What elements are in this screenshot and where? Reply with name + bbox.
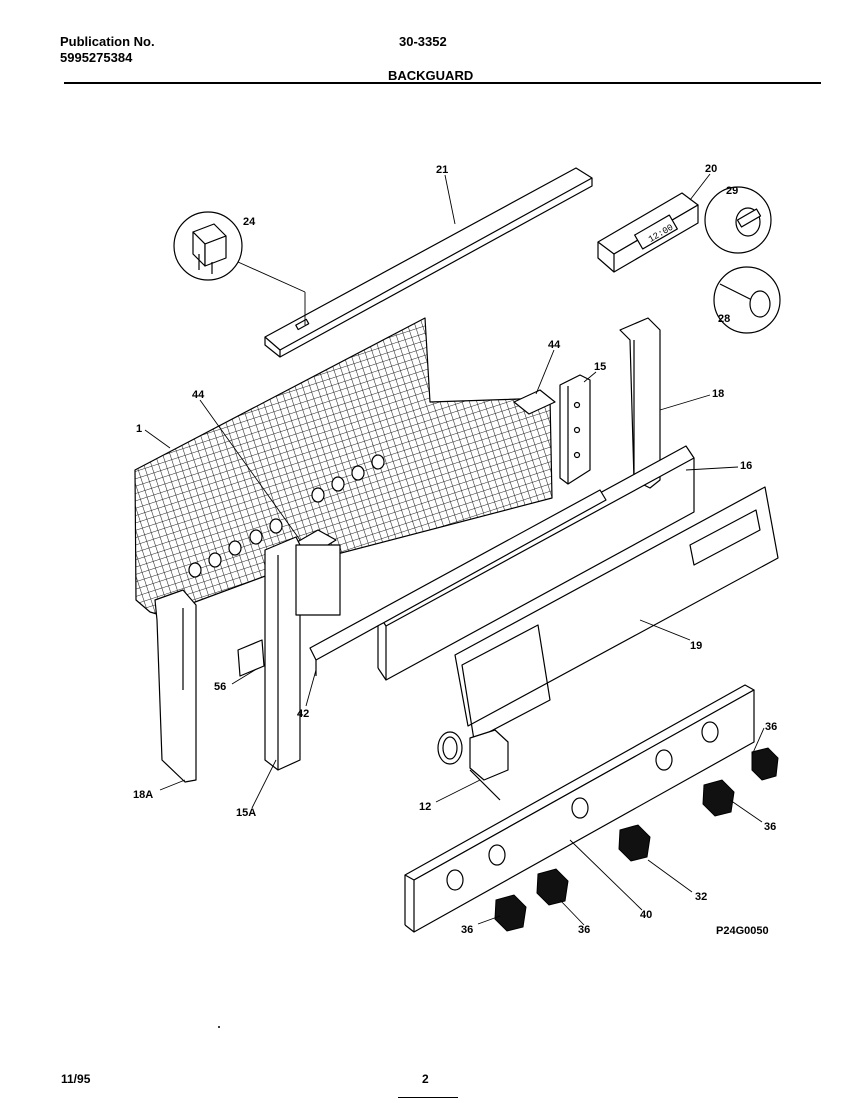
end-cap-right (619, 317, 661, 489)
callout-18A: 18A (133, 789, 153, 801)
callout-56: 56 (214, 681, 226, 693)
shield-56 (237, 639, 265, 677)
publication-label: Publication No. (60, 34, 155, 49)
side-bracket-left (264, 536, 301, 771)
knobs (494, 747, 779, 932)
thermostat (437, 729, 509, 801)
callout-44-left: 44 (192, 389, 205, 401)
callout-15: 15 (594, 361, 606, 373)
callout-21: 21 (436, 164, 448, 176)
callout-44-right: 44 (548, 339, 561, 351)
leader-lines (144, 173, 765, 926)
callout-15A: 15A (236, 807, 256, 819)
callout-labels: 21 20 29 28 24 44 44 15 18 16 1 19 56 42… (133, 163, 777, 937)
header-rule (64, 82, 821, 84)
end-cap-left (154, 589, 197, 783)
bracket-right-44 (513, 389, 556, 415)
callout-42: 42 (297, 708, 309, 720)
clock-knob (735, 207, 762, 237)
callout-32: 32 (695, 891, 707, 903)
callout-28: 28 (718, 313, 730, 325)
clock-stem (719, 283, 771, 318)
callout-1: 1 (136, 423, 142, 435)
callout-16: 16 (740, 460, 752, 472)
insulation-panel (134, 317, 553, 616)
manifold-panel (404, 684, 755, 933)
section-title: BACKGUARD (388, 68, 474, 83)
callout-19: 19 (690, 640, 702, 652)
callout-40: 40 (640, 909, 652, 921)
publication-number: 5995275384 (60, 50, 133, 65)
footer-rule (398, 1097, 458, 1098)
drawing-code: P24G0050 (716, 925, 769, 937)
callout-20: 20 (705, 163, 717, 175)
callout-36-left: 36 (461, 924, 473, 936)
footer-date: 11/95 (61, 1072, 91, 1086)
callout-29: 29 (726, 185, 738, 197)
page-number: 2 (422, 1072, 429, 1086)
callout-12: 12 (419, 801, 431, 813)
model-number: 30-3352 (399, 34, 447, 49)
control-panel-overlay (454, 486, 779, 741)
channel-42 (309, 489, 607, 661)
panel-holes (188, 454, 385, 578)
clock-assembly (597, 192, 699, 273)
callout-18: 18 (712, 388, 724, 400)
callout-36-bottom: 36 (578, 924, 590, 936)
callout-24: 24 (243, 216, 256, 228)
rocker-switch (192, 223, 227, 274)
box-56 (295, 544, 341, 616)
top-trim-strip (264, 167, 593, 358)
side-bracket-right (559, 374, 591, 485)
scan-speck (218, 1026, 220, 1028)
callout-36-right: 36 (764, 821, 776, 833)
callout-36-top: 36 (765, 721, 777, 733)
